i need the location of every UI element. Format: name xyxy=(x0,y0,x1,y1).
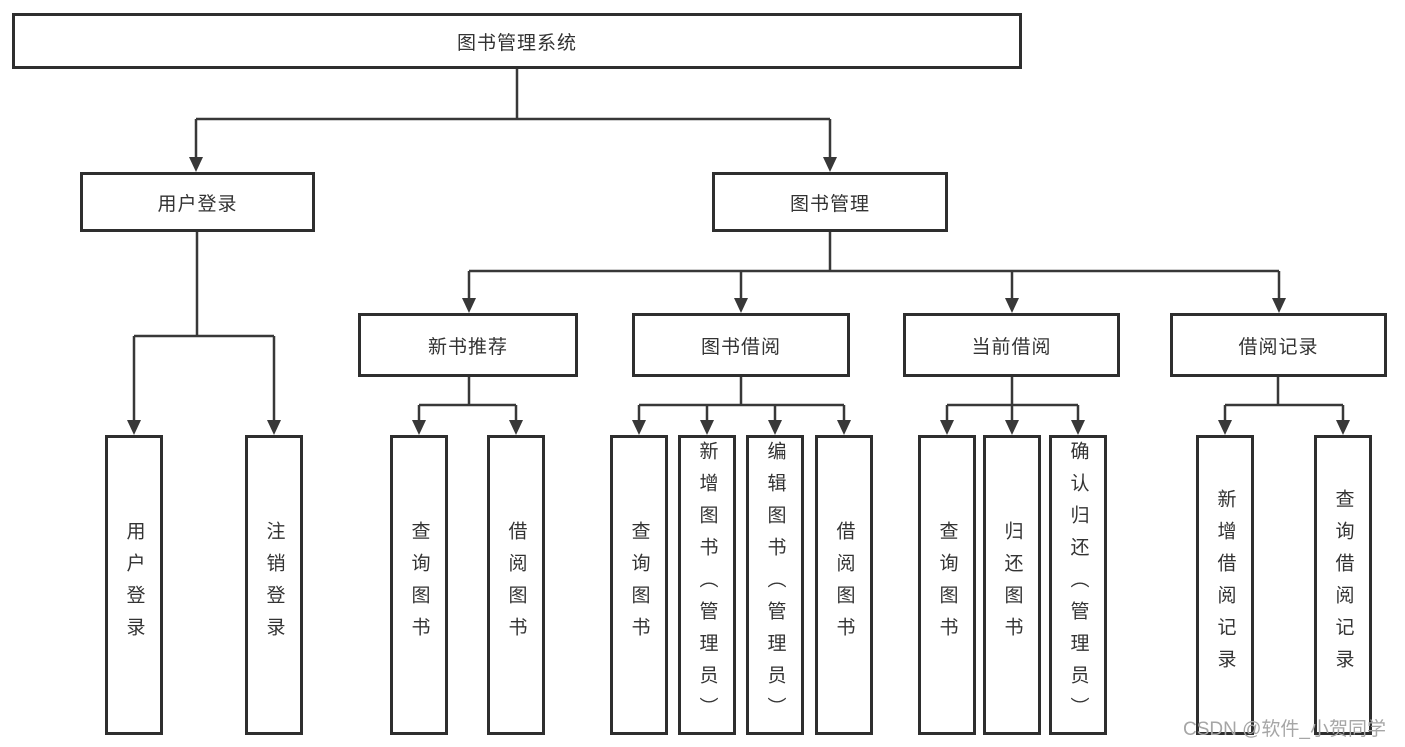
node-user-login: 用户登录 xyxy=(80,172,315,232)
node-label: 用户登录 xyxy=(123,521,145,649)
leaf-user-login: 用户登录 xyxy=(105,435,163,735)
node-label: 新书推荐 xyxy=(427,336,508,358)
leaf-records-add-record: 新增借阅记录 xyxy=(1196,435,1254,735)
leaf-newbooks-borrow-books: 借阅图书 xyxy=(487,435,545,735)
node-book-management: 图书管理 xyxy=(712,172,948,232)
node-label: 归还图书 xyxy=(1001,521,1023,649)
leaf-current-confirm-return-admin: 确认归还（管理员） xyxy=(1049,435,1107,735)
node-label: 用户登录 xyxy=(157,193,238,215)
node-label: 查询借阅记录 xyxy=(1332,489,1354,681)
node-label: 查询图书 xyxy=(628,521,650,649)
leaf-borrow-borrow-books: 借阅图书 xyxy=(815,435,873,735)
node-label: 当前借阅 xyxy=(971,336,1052,358)
node-root-library-system: 图书管理系统 xyxy=(12,13,1022,69)
leaf-logout: 注销登录 xyxy=(245,435,303,735)
node-label: 图书管理 xyxy=(789,193,870,215)
leaf-current-return-books: 归还图书 xyxy=(983,435,1041,735)
node-label: 新增借阅记录 xyxy=(1214,489,1236,681)
leaf-borrow-edit-books-admin: 编辑图书（管理员） xyxy=(746,435,804,735)
leaf-borrow-query-books: 查询图书 xyxy=(610,435,668,735)
node-book-borrow: 图书借阅 xyxy=(632,313,850,377)
node-current-borrow: 当前借阅 xyxy=(903,313,1120,377)
node-label: 注销登录 xyxy=(263,521,285,649)
csdn-watermark: CSDN @软件_小贺同学 xyxy=(1183,719,1386,740)
node-label: 图书管理系统 xyxy=(456,32,577,54)
node-label: 确认归还（管理员） xyxy=(1067,441,1089,729)
node-label: 图书借阅 xyxy=(700,336,781,358)
leaf-borrow-add-books-admin: 新增图书（管理员） xyxy=(678,435,736,735)
node-label: 借阅记录 xyxy=(1238,336,1319,358)
leaf-newbooks-query-books: 查询图书 xyxy=(390,435,448,735)
node-new-book-recommend: 新书推荐 xyxy=(358,313,578,377)
node-label: 新增图书（管理员） xyxy=(696,441,718,729)
node-label: 借阅图书 xyxy=(833,521,855,649)
node-label: 查询图书 xyxy=(408,521,430,649)
leaf-current-query-books: 查询图书 xyxy=(918,435,976,735)
leaf-records-query-record: 查询借阅记录 xyxy=(1314,435,1372,735)
node-label: 借阅图书 xyxy=(505,521,527,649)
node-label: 编辑图书（管理员） xyxy=(764,441,786,729)
node-borrow-records: 借阅记录 xyxy=(1170,313,1387,377)
node-label: 查询图书 xyxy=(936,521,958,649)
